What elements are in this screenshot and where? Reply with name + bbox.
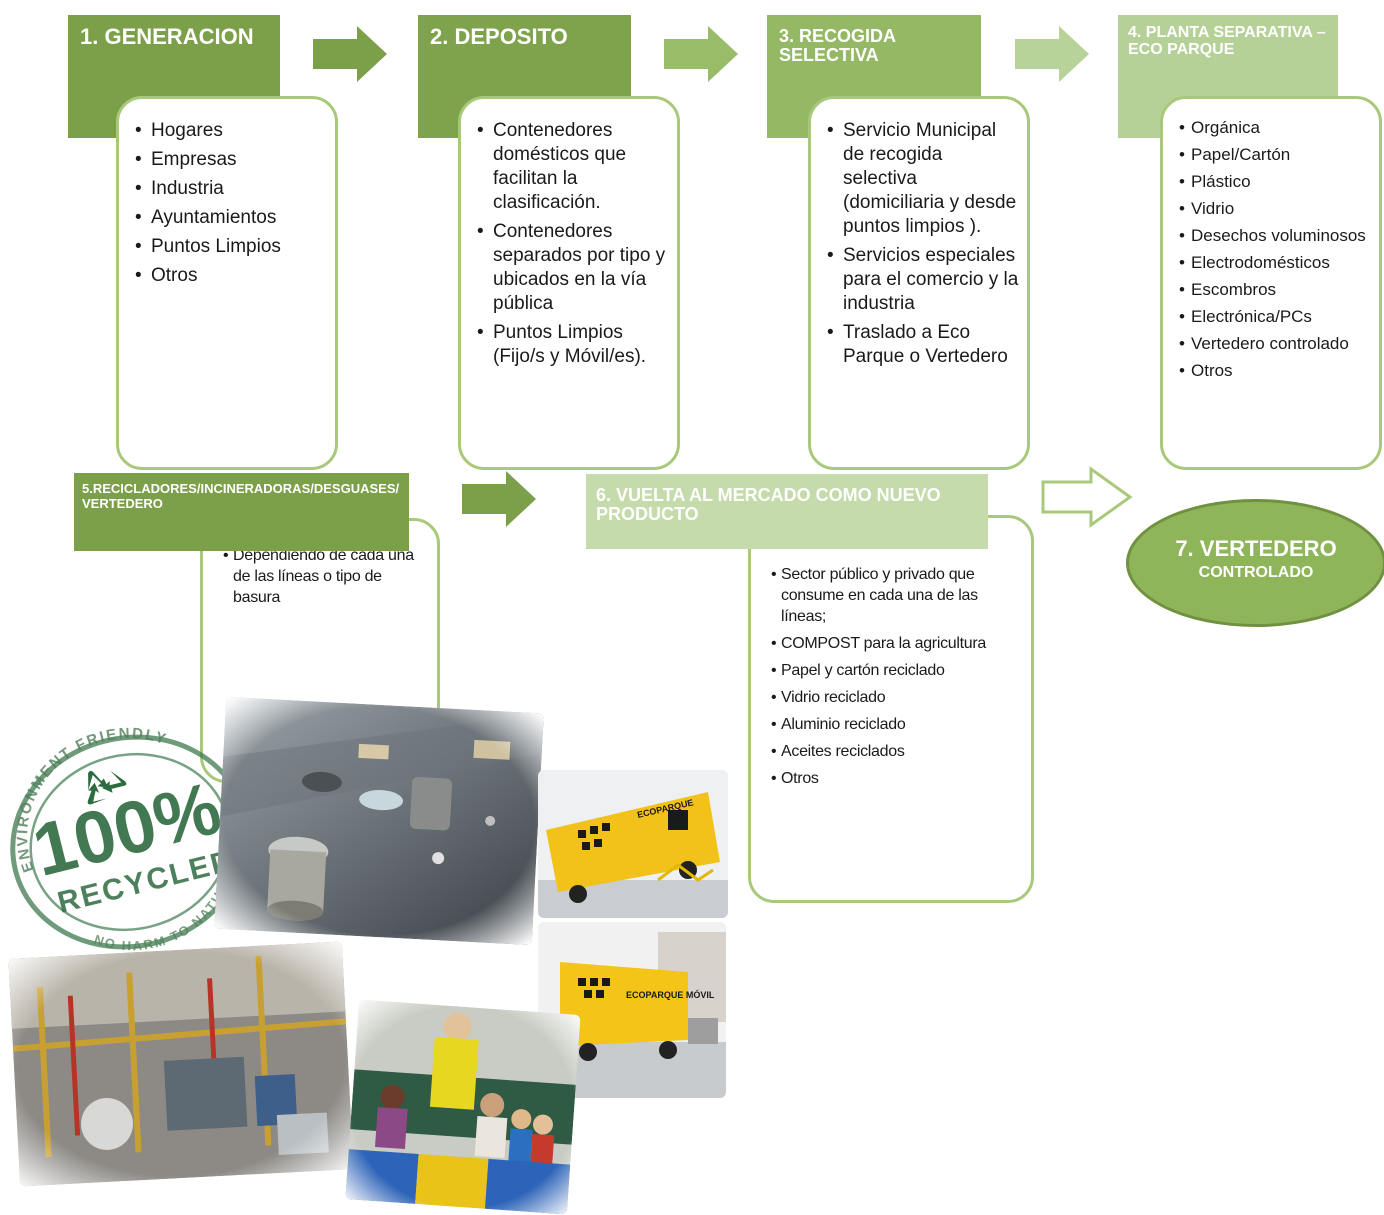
list-item: Industria bbox=[131, 177, 327, 201]
family-recycling-photo bbox=[345, 999, 581, 1215]
step5-title: 5.RECICLADORES/INCINERADORAS/DESGUASES/V… bbox=[82, 481, 400, 511]
list-item: COMPOST para la agricultura bbox=[771, 633, 1019, 654]
list-item: Aluminio reciclado bbox=[771, 714, 1019, 735]
list-item: Papel y cartón reciclado bbox=[771, 660, 1019, 681]
list-item: Servicios especiales para el comercio y … bbox=[823, 244, 1021, 316]
final-step-ellipse: 7. VERTEDERO CONTROLADO bbox=[1126, 499, 1384, 627]
truck2-brand: ECOPARQUE MÓVIL bbox=[626, 989, 715, 1000]
final-step-title: 7. VERTEDERO bbox=[1175, 536, 1337, 561]
list-item: Electrodomésticos bbox=[1179, 252, 1375, 274]
step1-list: Hogares Empresas Industria Ayuntamientos… bbox=[131, 119, 327, 288]
step6-list: Sector público y privado que consume en … bbox=[771, 564, 1019, 789]
list-item: Plástico bbox=[1179, 171, 1375, 193]
step4-card: Orgánica Papel/Cartón Plástico Vidrio De… bbox=[1160, 96, 1382, 470]
list-item: Servicio Municipal de recogida selectiva… bbox=[823, 119, 1021, 239]
list-item: Vertedero controlado bbox=[1179, 333, 1375, 355]
step1-title: 1. GENERACION bbox=[80, 24, 254, 49]
step5-list: Dependiendo de cada una de las líneas o … bbox=[223, 545, 431, 608]
list-item: Traslado a Eco Parque o Vertedero bbox=[823, 321, 1021, 369]
step6-title: 6. VUELTA AL MERCADO COMO NUEVO PRODUCTO bbox=[596, 485, 941, 524]
step4-list: Orgánica Papel/Cartón Plástico Vidrio De… bbox=[1179, 117, 1375, 382]
list-item: Puntos Limpios (Fijo/s y Móvil/es). bbox=[473, 321, 669, 369]
list-item: Otros bbox=[131, 264, 327, 288]
hollow-right-arrow-icon bbox=[1041, 466, 1133, 528]
list-item: Vidrio reciclado bbox=[771, 687, 1019, 708]
conveyor-belt-photo bbox=[214, 696, 544, 946]
list-item: Sector público y privado que consume en … bbox=[771, 564, 1019, 627]
step2-title: 2. DEPOSITO bbox=[430, 24, 568, 49]
recycle-icon bbox=[87, 770, 127, 805]
list-item: Puntos Limpios bbox=[131, 235, 327, 259]
list-item: Papel/Cartón bbox=[1179, 144, 1375, 166]
right-arrow-icon bbox=[313, 26, 387, 82]
step1-card: Hogares Empresas Industria Ayuntamientos… bbox=[116, 96, 338, 470]
step5-header: 5.RECICLADORES/INCINERADORAS/DESGUASES/V… bbox=[74, 473, 409, 551]
right-arrow-icon bbox=[664, 26, 738, 82]
list-item: Desechos voluminosos bbox=[1179, 225, 1375, 247]
list-item: Escombros bbox=[1179, 279, 1375, 301]
step3-card: Servicio Municipal de recogida selectiva… bbox=[808, 96, 1030, 470]
step2-list: Contenedores domésticos que facilitan la… bbox=[473, 119, 669, 369]
list-item: Ayuntamientos bbox=[131, 206, 327, 230]
step6-header: 6. VUELTA AL MERCADO COMO NUEVO PRODUCTO bbox=[586, 474, 988, 549]
list-item: Vidrio bbox=[1179, 198, 1375, 220]
list-item: Contenedores separados por tipo y ubicad… bbox=[473, 220, 669, 316]
recycling-factory-photo bbox=[8, 941, 354, 1187]
right-arrow-icon bbox=[462, 471, 536, 527]
list-item: Electrónica/PCs bbox=[1179, 306, 1375, 328]
right-arrow-icon bbox=[1015, 26, 1089, 82]
list-item: Otros bbox=[1179, 360, 1375, 382]
list-item: Empresas bbox=[131, 148, 327, 172]
step4-title: 4. PLANTA SEPARATIVA – ECO PARQUE bbox=[1128, 24, 1326, 58]
list-item: Aceites reciclados bbox=[771, 741, 1019, 762]
ecoparque-truck-photo: ECOPARQUE bbox=[538, 770, 728, 918]
list-item: Otros bbox=[771, 768, 1019, 789]
list-item: Dependiendo de cada una de las líneas o … bbox=[223, 545, 431, 608]
step2-card: Contenedores domésticos que facilitan la… bbox=[458, 96, 680, 470]
step6-card: Sector público y privado que consume en … bbox=[748, 515, 1034, 903]
step3-title: 3. RECOGIDA SELECTIVA bbox=[779, 26, 896, 65]
list-item: Contenedores domésticos que facilitan la… bbox=[473, 119, 669, 215]
list-item: Orgánica bbox=[1179, 117, 1375, 139]
final-step-subtitle: CONTROLADO bbox=[1198, 564, 1314, 581]
list-item: Hogares bbox=[131, 119, 327, 143]
step3-list: Servicio Municipal de recogida selectiva… bbox=[823, 119, 1021, 369]
recycled-stamp: ENVIRONMENT FRIENDLY NO HARM TO NATURE 1… bbox=[0, 726, 250, 958]
